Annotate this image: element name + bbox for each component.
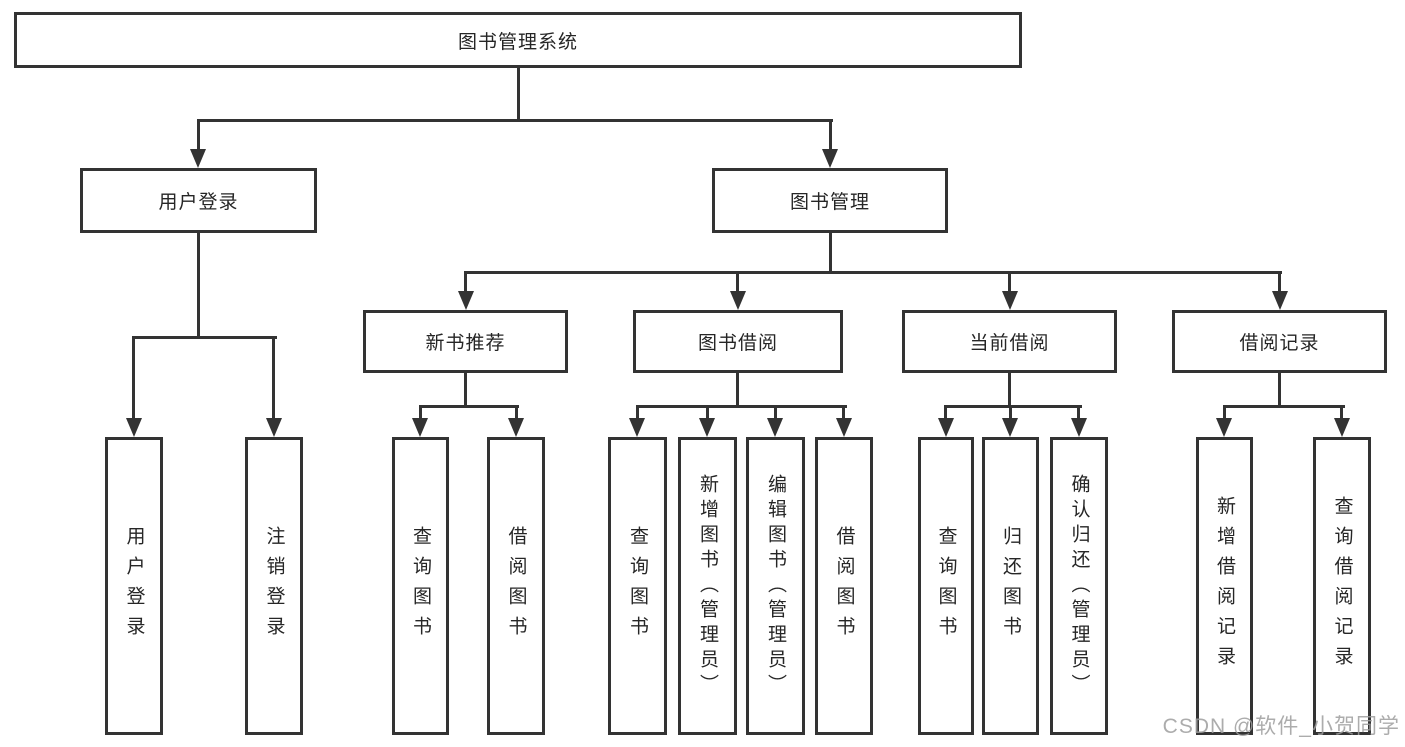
leaf-confirm-return-admin-label: 确认归还（管理员） bbox=[1068, 473, 1090, 699]
leaf-add-book-admin-label: 新增图书（管理员） bbox=[697, 473, 718, 699]
arrowhead-down bbox=[126, 418, 142, 437]
node-book-borrow: 图书借阅 bbox=[633, 310, 843, 373]
leaf-logout: 注销登录 bbox=[245, 437, 303, 735]
connector-line bbox=[197, 233, 200, 338]
connector-line bbox=[1278, 373, 1281, 407]
arrowhead-down bbox=[1334, 418, 1350, 437]
arrowhead-down bbox=[508, 418, 524, 437]
connector-line bbox=[1008, 373, 1011, 407]
leaf-current-query-label: 查询图书 bbox=[935, 526, 957, 646]
node-book-management: 图书管理 bbox=[712, 168, 948, 233]
node-root-label: 图书管理系统 bbox=[457, 31, 578, 53]
arrowhead-down bbox=[629, 418, 645, 437]
connector-line bbox=[736, 271, 739, 293]
arrowhead-down bbox=[730, 291, 746, 310]
arrowhead-down bbox=[458, 291, 474, 310]
arrowhead-down bbox=[1216, 418, 1232, 437]
connector-line bbox=[706, 405, 709, 421]
connector-line bbox=[1008, 271, 1011, 293]
node-new-book-recommend-label: 新书推荐 bbox=[425, 333, 506, 354]
leaf-add-borrow-record: 新增借阅记录 bbox=[1196, 437, 1253, 735]
leaf-borrow-query-label: 查询图书 bbox=[627, 526, 648, 646]
connector-line bbox=[1278, 271, 1281, 293]
node-borrow-record-label: 借阅记录 bbox=[1239, 333, 1320, 354]
connector-line bbox=[132, 336, 277, 339]
leaf-return-book-label: 归还图书 bbox=[1000, 526, 1021, 646]
connector-line bbox=[944, 405, 1082, 408]
connector-line bbox=[829, 233, 832, 274]
node-current-borrow: 当前借阅 bbox=[902, 310, 1117, 373]
arrowhead-down bbox=[190, 149, 206, 168]
leaf-borrow-query: 查询图书 bbox=[608, 437, 667, 735]
leaf-add-borrow-record-label: 新增借阅记录 bbox=[1214, 496, 1235, 676]
connector-line bbox=[636, 405, 639, 421]
connector-line bbox=[197, 119, 200, 152]
node-root: 图书管理系统 bbox=[14, 12, 1022, 68]
arrowhead-down bbox=[836, 418, 852, 437]
connector-line bbox=[464, 271, 1282, 274]
node-borrow-record: 借阅记录 bbox=[1172, 310, 1387, 373]
arrowhead-down bbox=[412, 418, 428, 437]
leaf-new-book-query-label: 查询图书 bbox=[410, 526, 431, 646]
node-book-management-label: 图书管理 bbox=[789, 192, 870, 213]
leaf-new-book-query: 查询图书 bbox=[392, 437, 449, 735]
node-current-borrow-label: 当前借阅 bbox=[969, 333, 1050, 354]
leaf-borrow-book: 借阅图书 bbox=[815, 437, 873, 735]
arrowhead-down bbox=[1002, 291, 1018, 310]
connector-line bbox=[736, 373, 739, 407]
node-user-login: 用户登录 bbox=[80, 168, 317, 233]
arrowhead-down bbox=[699, 418, 715, 437]
connector-line bbox=[1009, 405, 1012, 421]
arrowhead-down bbox=[266, 418, 282, 437]
node-book-borrow-label: 图书借阅 bbox=[697, 333, 778, 354]
leaf-query-borrow-record-label: 查询借阅记录 bbox=[1331, 496, 1353, 676]
leaf-current-query: 查询图书 bbox=[918, 437, 974, 735]
connector-line bbox=[829, 119, 832, 152]
connector-line bbox=[636, 405, 847, 408]
arrowhead-down bbox=[1071, 418, 1087, 437]
arrowhead-down bbox=[767, 418, 783, 437]
leaf-add-book-admin: 新增图书（管理员） bbox=[678, 437, 737, 735]
connector-line bbox=[774, 405, 777, 421]
leaf-edit-book-admin: 编辑图书（管理员） bbox=[746, 437, 805, 735]
connector-line bbox=[944, 405, 947, 421]
leaf-new-book-borrow: 借阅图书 bbox=[487, 437, 545, 735]
leaf-query-borrow-record: 查询借阅记录 bbox=[1313, 437, 1371, 735]
leaf-borrow-book-label: 借阅图书 bbox=[833, 526, 855, 646]
connector-line bbox=[197, 119, 833, 122]
connector-line bbox=[1340, 405, 1343, 421]
arrowhead-down bbox=[1002, 418, 1018, 437]
leaf-user-login-label: 用户登录 bbox=[123, 526, 145, 646]
leaf-logout-label: 注销登录 bbox=[263, 526, 285, 646]
connector-line bbox=[272, 336, 275, 420]
connector-line bbox=[464, 373, 467, 407]
leaf-new-book-borrow-label: 借阅图书 bbox=[505, 526, 527, 646]
arrowhead-down bbox=[938, 418, 954, 437]
connector-line bbox=[1223, 405, 1226, 421]
leaf-user-login: 用户登录 bbox=[105, 437, 163, 735]
connector-line bbox=[517, 68, 520, 121]
arrowhead-down bbox=[1272, 291, 1288, 310]
leaf-edit-book-admin-label: 编辑图书（管理员） bbox=[765, 473, 786, 699]
node-user-login-label: 用户登录 bbox=[158, 192, 239, 213]
connector-line bbox=[464, 271, 467, 293]
node-new-book-recommend: 新书推荐 bbox=[363, 310, 568, 373]
connector-line bbox=[842, 405, 845, 421]
connector-line bbox=[419, 405, 422, 421]
connector-line bbox=[1223, 405, 1345, 408]
connector-line bbox=[515, 405, 518, 421]
connector-line bbox=[419, 405, 519, 408]
leaf-return-book: 归还图书 bbox=[982, 437, 1039, 735]
leaf-confirm-return-admin: 确认归还（管理员） bbox=[1050, 437, 1108, 735]
connector-line bbox=[132, 336, 135, 420]
arrowhead-down bbox=[822, 149, 838, 168]
connector-line bbox=[1077, 405, 1080, 421]
